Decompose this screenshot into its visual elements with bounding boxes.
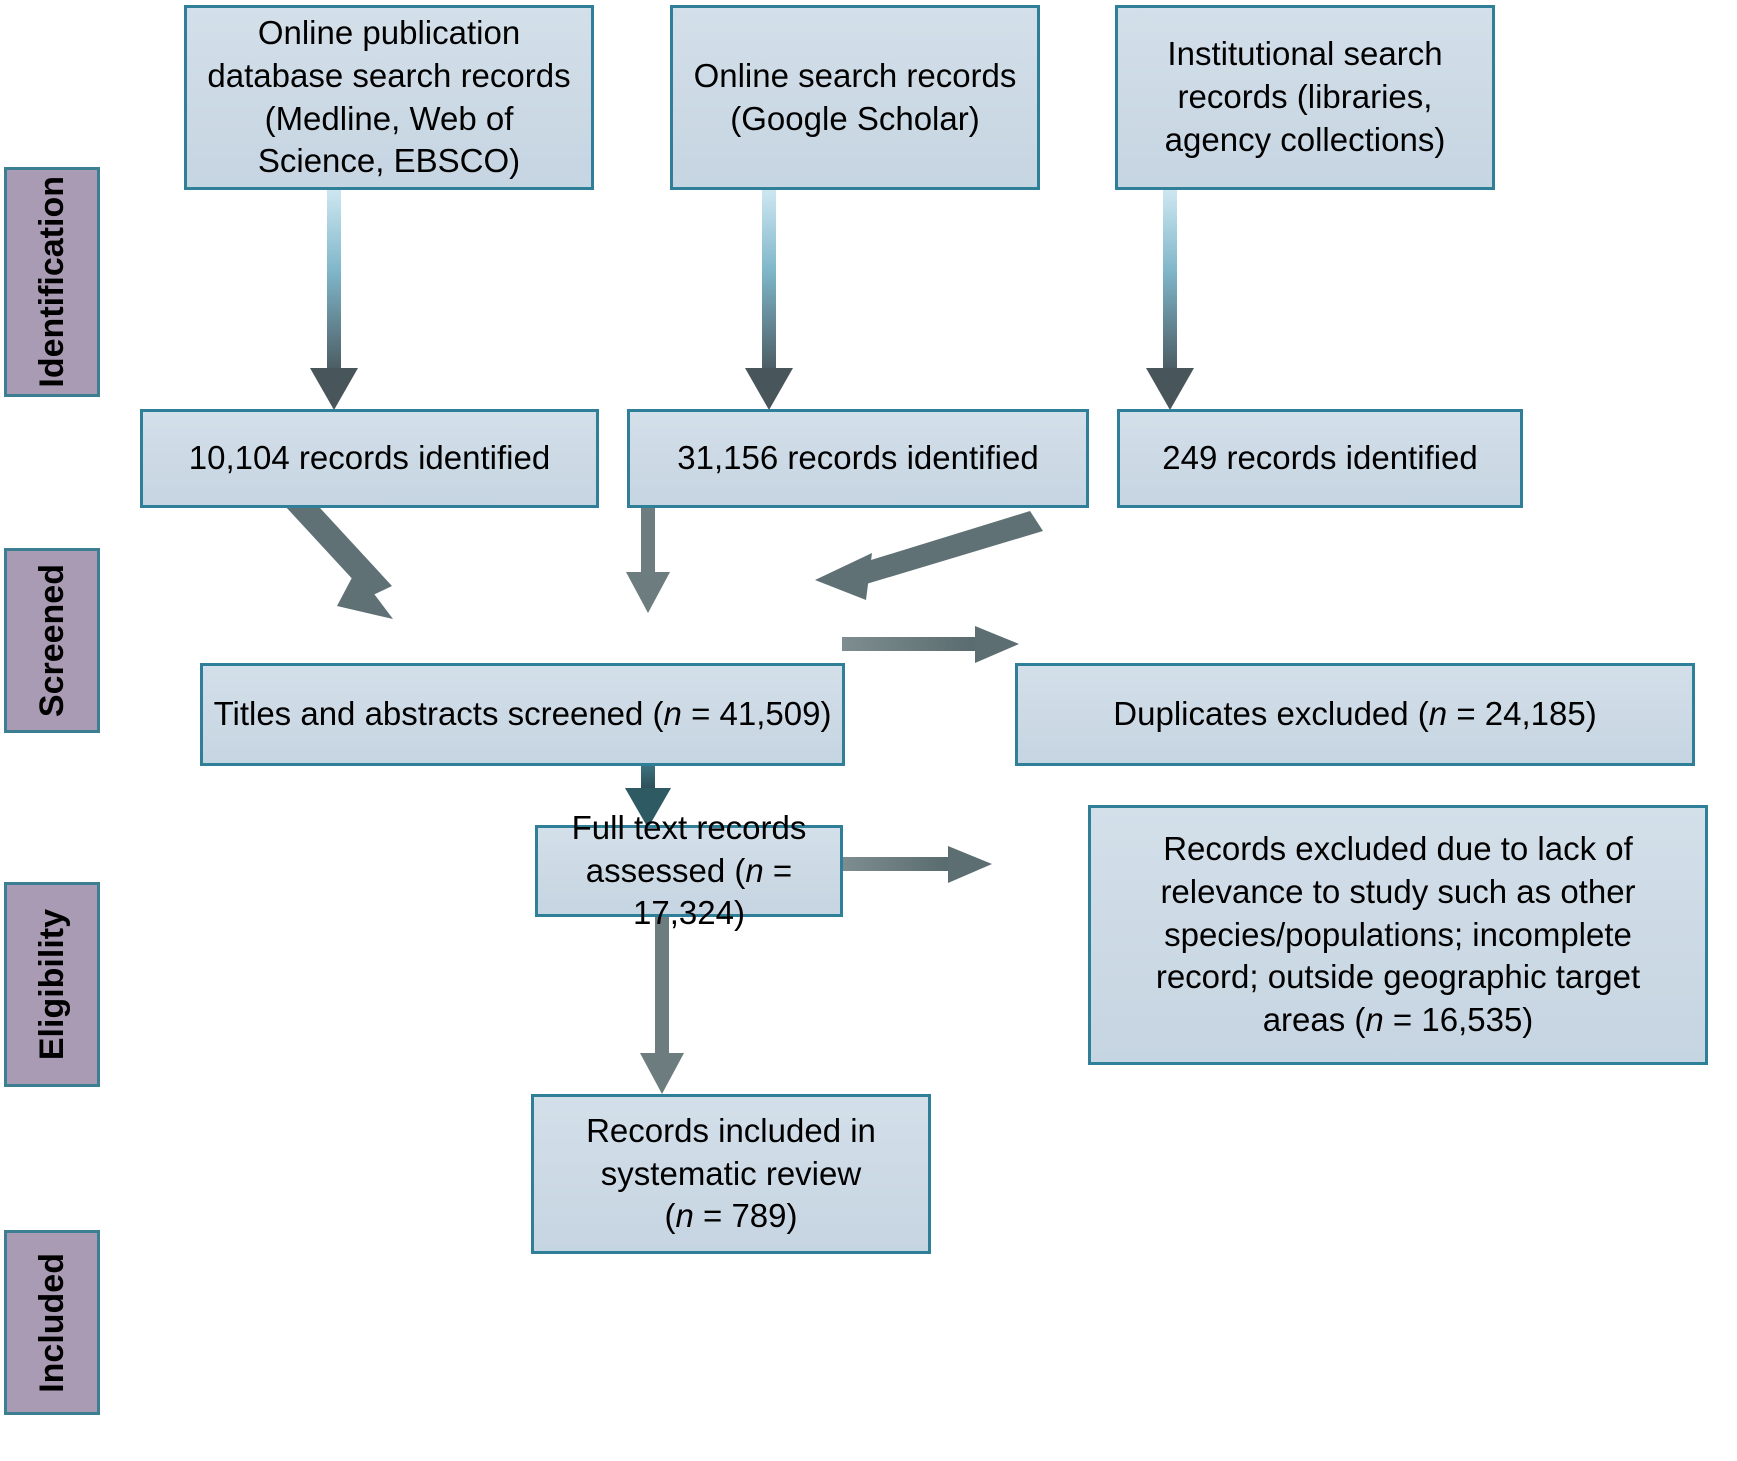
- duplicates-excluded-text: Duplicates excluded (n = 24,185): [1028, 693, 1682, 736]
- stage-label-eligibility-text: Eligibility: [32, 908, 71, 1061]
- source-box-publication-database: Online publication database search recor…: [184, 5, 594, 190]
- duplicates-prefix: Duplicates excluded (: [1113, 695, 1429, 733]
- full-text-suffix: = 17,324): [633, 851, 793, 932]
- stage-label-included-text: Included: [32, 1252, 71, 1393]
- identified-box-publication-database-text: 10,104 records identified: [188, 439, 551, 477]
- full-text-prefix: assessed (: [585, 851, 746, 889]
- identified-box-institutional-text: 249 records identified: [1162, 439, 1478, 477]
- included-n-symbol: n: [675, 1197, 694, 1235]
- screened-box-titles-abstracts: Titles and abstracts screened (n = 41,50…: [200, 663, 845, 766]
- stage-label-identification: Identification: [4, 167, 100, 397]
- included-line2: systematic review: [600, 1154, 862, 1192]
- records-excluded-prefix: Records excluded due to lack of relevanc…: [1155, 829, 1641, 1039]
- records-excluded-box: Records excluded due to lack of relevanc…: [1088, 805, 1708, 1065]
- records-excluded-suffix: = 16,535): [1383, 1001, 1534, 1039]
- source-box-online-search: Online search records (Google Scholar): [670, 5, 1040, 190]
- arrow-identified2-to-screened: [626, 506, 670, 613]
- stage-label-identification-text: Identification: [32, 176, 71, 388]
- identified-box-institutional: 249 records identified: [1117, 409, 1523, 508]
- records-excluded-text: Records excluded due to lack of relevanc…: [1113, 828, 1683, 1042]
- full-text-line2: assessed (n = 17,324): [548, 850, 830, 936]
- arrow-fulltext-to-excluded: [842, 846, 992, 883]
- duplicates-excluded-box: Duplicates excluded (n = 24,185): [1015, 663, 1695, 766]
- arrow-identified1-to-screened: [285, 496, 393, 619]
- stage-label-included: Included: [4, 1230, 100, 1415]
- full-text-n-symbol: n: [745, 851, 764, 889]
- arrow-source2-to-identified2: [745, 188, 793, 410]
- included-line1: Records included in: [586, 1111, 876, 1149]
- identified-box-publication-database: 10,104 records identified: [140, 409, 599, 508]
- source-box-institutional-search: Institutional search records (libraries,…: [1115, 5, 1495, 190]
- included-prefix: (: [664, 1197, 676, 1235]
- source-box-institutional-search-text: Institutional search records (libraries,…: [1164, 35, 1446, 158]
- full-text-records-box: Full text records assessed (n = 17,324): [535, 809, 843, 931]
- screened-n-symbol: n: [663, 695, 682, 733]
- screened-suffix: = 41,509): [681, 695, 832, 733]
- stage-label-screened-text: Screened: [32, 563, 71, 718]
- included-suffix: = 789): [693, 1197, 798, 1235]
- arrow-source1-to-identified1: [310, 188, 358, 410]
- arrow-screened-to-duplicates: [842, 626, 1019, 663]
- included-line3: (n = 789): [544, 1195, 918, 1238]
- arrow-source3-to-identified3: [1146, 188, 1194, 410]
- stage-label-screened: Screened: [4, 548, 100, 733]
- included-records-box: Records included in systematic review (n…: [531, 1094, 931, 1254]
- screened-box-titles-abstracts-text: Titles and abstracts screened (n = 41,50…: [213, 693, 832, 736]
- arrow-identified3-to-screened: [815, 511, 1043, 600]
- identified-box-online-search-text: 31,156 records identified: [677, 439, 1039, 477]
- records-excluded-n-symbol: n: [1365, 1001, 1384, 1039]
- screened-prefix: Titles and abstracts screened (: [213, 695, 664, 733]
- full-text-line1: Full text records: [571, 808, 807, 846]
- source-box-publication-database-text: Online publication database search recor…: [207, 13, 571, 180]
- duplicates-n-symbol: n: [1428, 695, 1448, 733]
- identified-box-online-search: 31,156 records identified: [627, 409, 1089, 508]
- arrow-fulltext-to-included: [640, 917, 684, 1094]
- source-box-online-search-text: Online search records (Google Scholar): [693, 56, 1017, 137]
- stage-label-eligibility: Eligibility: [4, 882, 100, 1087]
- duplicates-suffix: = 24,185): [1447, 695, 1597, 733]
